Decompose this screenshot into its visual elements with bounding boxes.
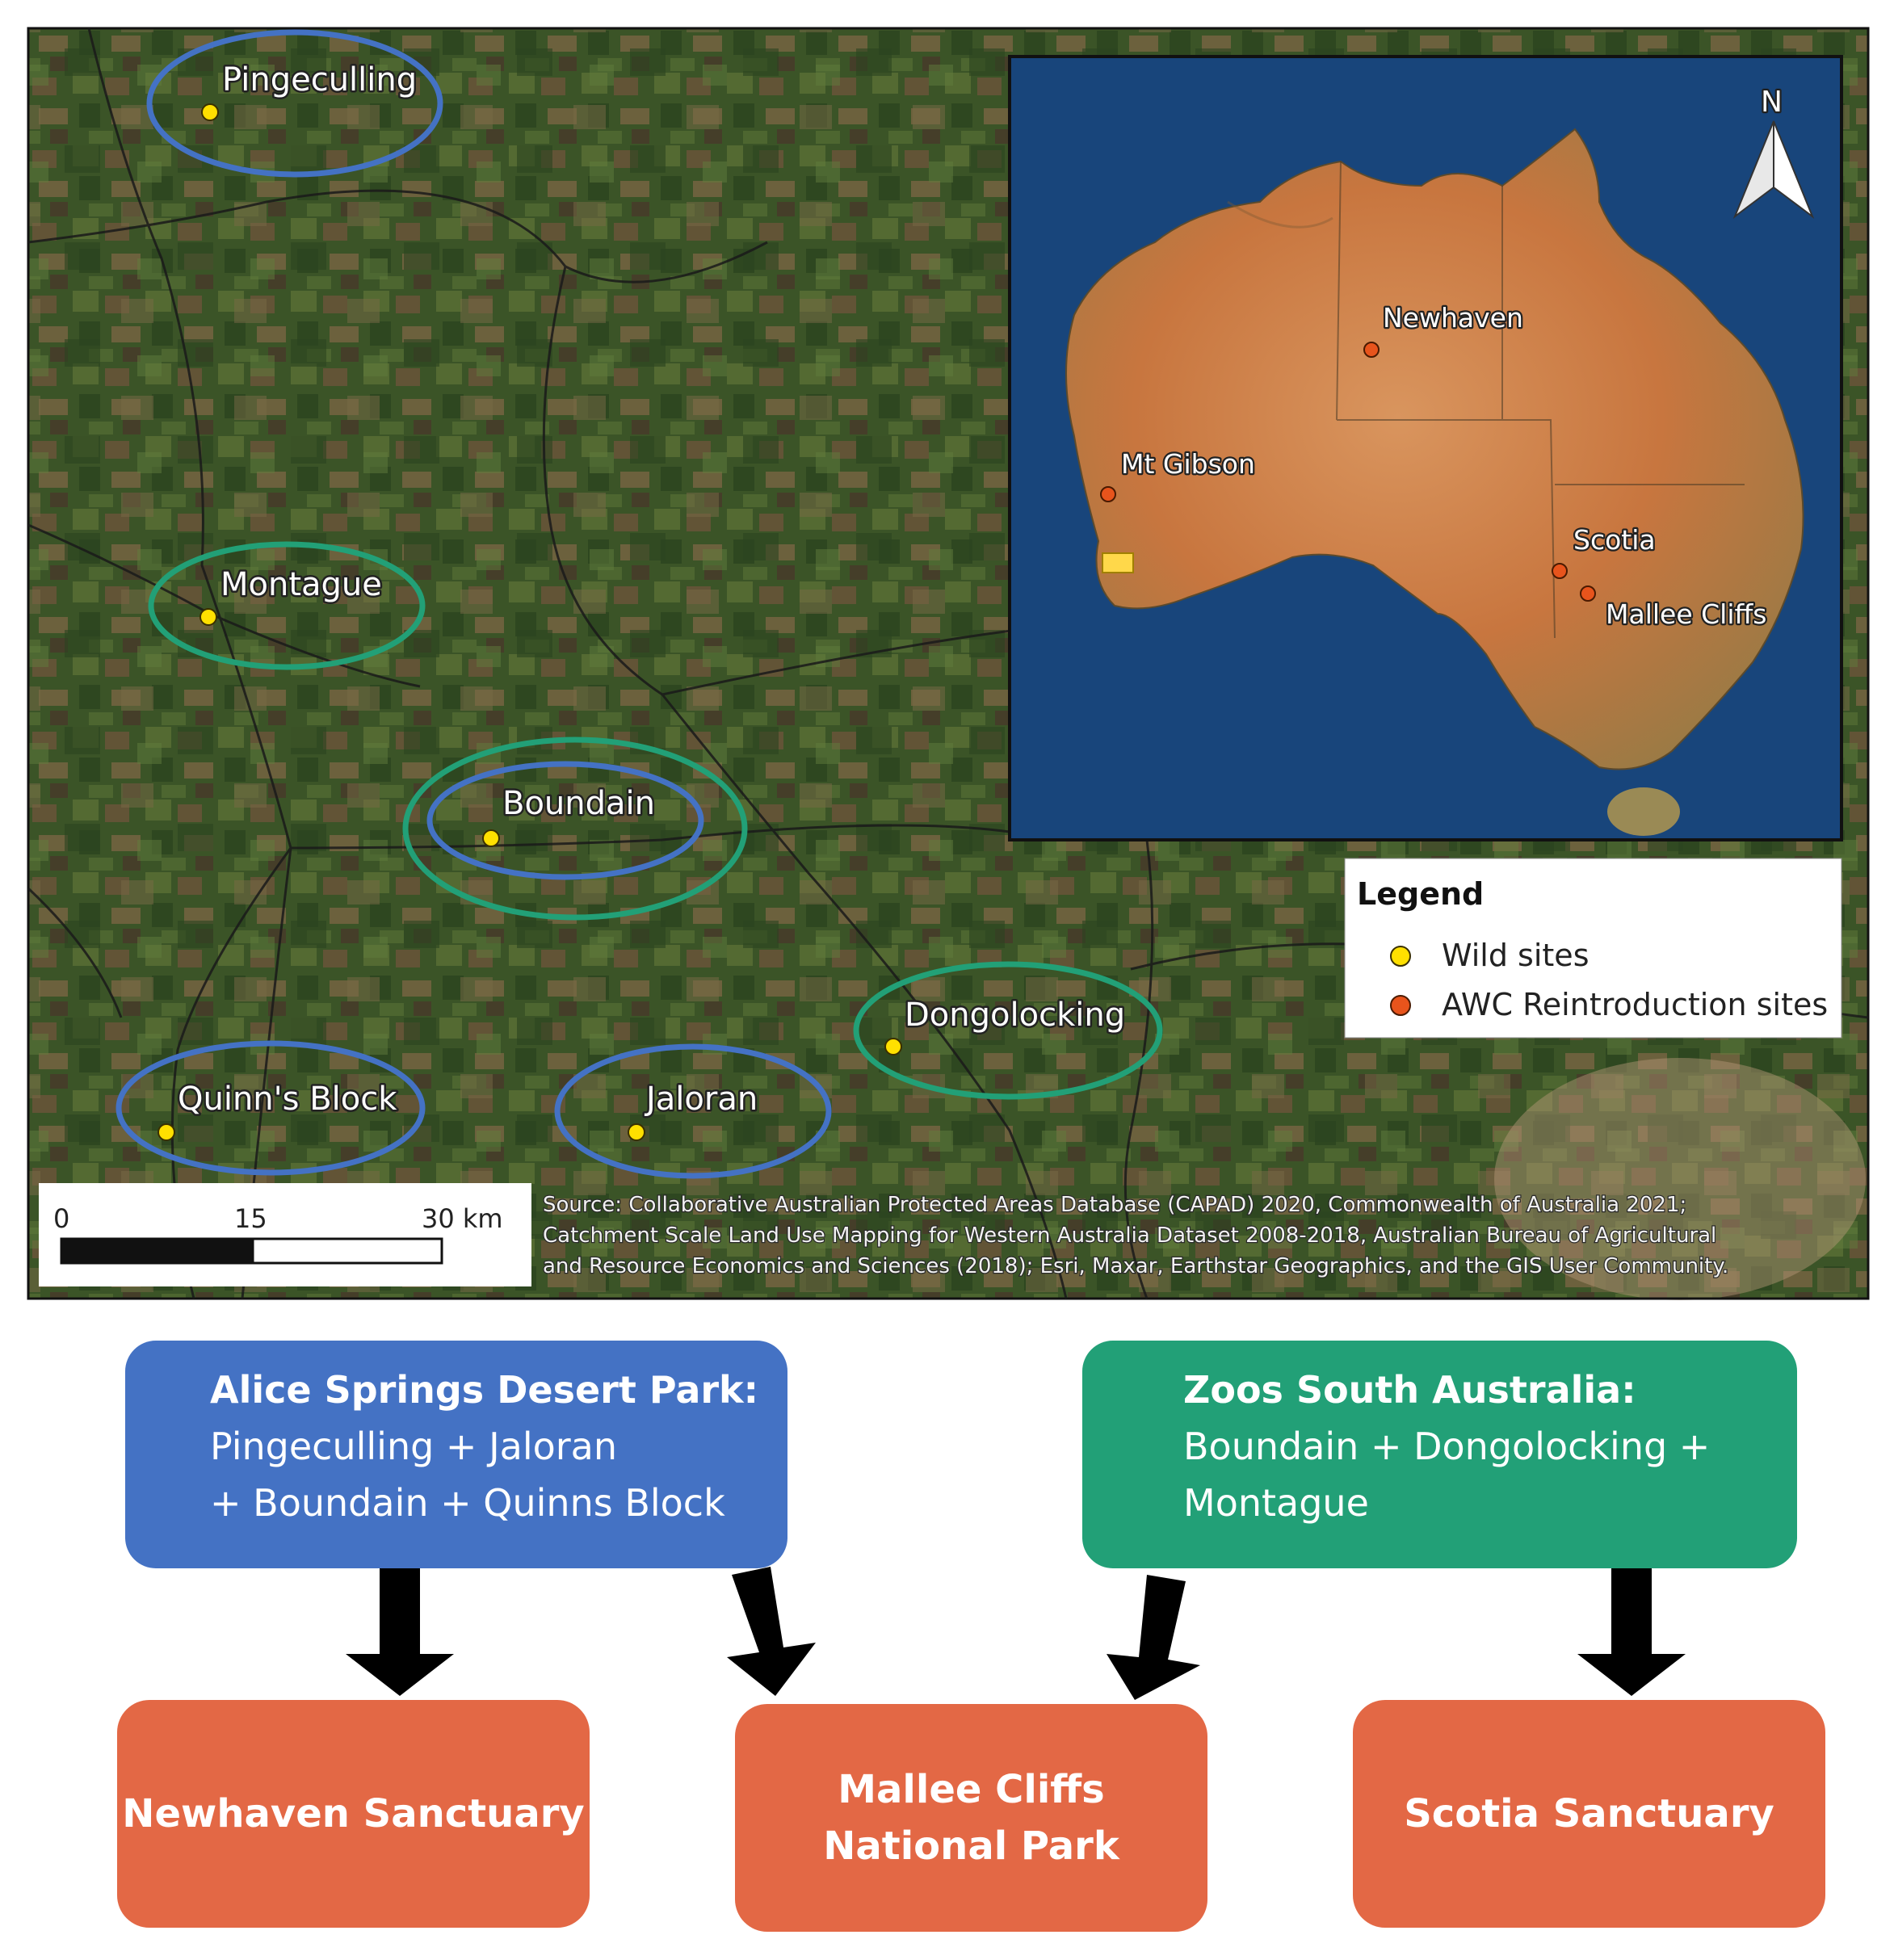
legend-title: Legend bbox=[1357, 876, 1484, 912]
label-jaloran: Jaloran bbox=[644, 1081, 758, 1118]
arrow-asdp-mallee bbox=[727, 1567, 816, 1696]
source-attribution: Source: Collaborative Australian Protect… bbox=[542, 1192, 1730, 1280]
dot-newhaven bbox=[1363, 342, 1380, 358]
legend-wild-label: Wild sites bbox=[1442, 938, 1590, 973]
dot-mt-gibson bbox=[1100, 486, 1116, 502]
label-quinns-block: Quinn's Block bbox=[178, 1081, 397, 1118]
mallee-cliffs-national-park-box: Mallee Cliffs National Park bbox=[735, 1704, 1207, 1932]
wild-site-dots bbox=[157, 103, 902, 1141]
dot-boundain bbox=[482, 829, 500, 847]
zsa-line-1: Boundain + Dongolocking + bbox=[1183, 1425, 1711, 1468]
label-pingeculling: Pingeculling bbox=[222, 61, 417, 99]
dot-pingeculling bbox=[201, 103, 219, 121]
arrow-zsa-scotia bbox=[1577, 1568, 1686, 1696]
ring-quinns-block bbox=[115, 1040, 426, 1176]
legend-awc-dot bbox=[1390, 995, 1411, 1016]
label-scotia: Scotia bbox=[1573, 524, 1656, 556]
australia-landmass bbox=[1065, 128, 1804, 770]
dot-scotia bbox=[1552, 563, 1568, 579]
label-montague: Montague bbox=[220, 566, 382, 603]
wild-site-labels: Pingeculling Montague Boundain Dongolock… bbox=[176, 60, 1128, 1120]
legend-awc-label: AWC Reintroduction sites bbox=[1442, 987, 1828, 1022]
label-mallee-cliffs: Mallee Cliffs bbox=[1606, 598, 1766, 630]
asdp-line-2: + Boundain + Quinns Block bbox=[210, 1481, 725, 1525]
tasmania bbox=[1607, 787, 1680, 836]
ring-boundain-asdp bbox=[426, 761, 704, 880]
dot-mallee-cliffs bbox=[1580, 585, 1596, 602]
dot-dongolocking bbox=[884, 1038, 902, 1056]
ring-jaloran bbox=[554, 1043, 832, 1179]
scale-tick-0: 0 bbox=[53, 1203, 69, 1234]
site-rings bbox=[115, 29, 1163, 1179]
ring-dongolocking bbox=[853, 961, 1163, 1100]
dot-jaloran bbox=[628, 1123, 645, 1141]
mallee-label-1: Mallee Cliffs bbox=[838, 1767, 1105, 1812]
scale-tick-15: 15 bbox=[234, 1203, 267, 1234]
arrow-zsa-mallee bbox=[1107, 1575, 1200, 1700]
zsa-line-2: Montague bbox=[1183, 1481, 1369, 1525]
label-boundain: Boundain bbox=[502, 785, 655, 822]
ring-pingeculling bbox=[146, 29, 443, 178]
study-area-marker bbox=[1102, 552, 1134, 573]
dot-montague bbox=[199, 608, 217, 626]
legend: Legend Wild sites AWC Reintroduction sit… bbox=[1344, 858, 1842, 1039]
scotia-sanctuary-box: Scotia Sanctuary bbox=[1353, 1700, 1825, 1928]
svg-text:N: N bbox=[1761, 86, 1783, 119]
asdp-title: Alice Springs Desert Park: bbox=[210, 1368, 759, 1412]
zsa-title: Zoos South Australia: bbox=[1183, 1368, 1636, 1412]
alice-springs-desert-park-box: Alice Springs Desert Park: Pingeculling … bbox=[125, 1341, 787, 1568]
inset-map: Newhaven Mt Gibson Scotia Mallee Cliffs … bbox=[1008, 55, 1843, 841]
zoos-south-australia-box: Zoos South Australia: Boundain + Dongolo… bbox=[1082, 1341, 1797, 1568]
arrow-asdp-newhaven bbox=[346, 1568, 454, 1696]
source-line-1: Source: Collaborative Australian Protect… bbox=[543, 1193, 1686, 1217]
ring-boundain-zsa bbox=[402, 737, 748, 921]
scale-bar: 0 15 30 km bbox=[39, 1183, 531, 1286]
label-dongolocking: Dongolocking bbox=[905, 997, 1125, 1034]
north-arrow-icon: N bbox=[1732, 84, 1815, 219]
dot-quinns-block bbox=[157, 1123, 175, 1141]
source-line-3: and Resource Economics and Sciences (201… bbox=[543, 1254, 1728, 1278]
map-figure: Pingeculling Montague Boundain Dongolock… bbox=[27, 27, 1870, 1300]
label-mt-gibson: Mt Gibson bbox=[1121, 448, 1255, 480]
label-newhaven: Newhaven bbox=[1383, 302, 1523, 334]
ring-montague bbox=[148, 541, 426, 670]
newhaven-label: Newhaven Sanctuary bbox=[122, 1791, 585, 1836]
legend-wild-dot bbox=[1390, 946, 1411, 967]
asdp-line-1: Pingeculling + Jaloran bbox=[210, 1425, 618, 1468]
newhaven-sanctuary-box: Newhaven Sanctuary bbox=[117, 1700, 590, 1928]
mallee-label-2: National Park bbox=[823, 1824, 1119, 1869]
scotia-label: Scotia Sanctuary bbox=[1404, 1791, 1774, 1836]
source-line-2: Catchment Scale Land Use Mapping for Wes… bbox=[543, 1223, 1716, 1248]
scale-tick-30: 30 km bbox=[422, 1203, 503, 1234]
